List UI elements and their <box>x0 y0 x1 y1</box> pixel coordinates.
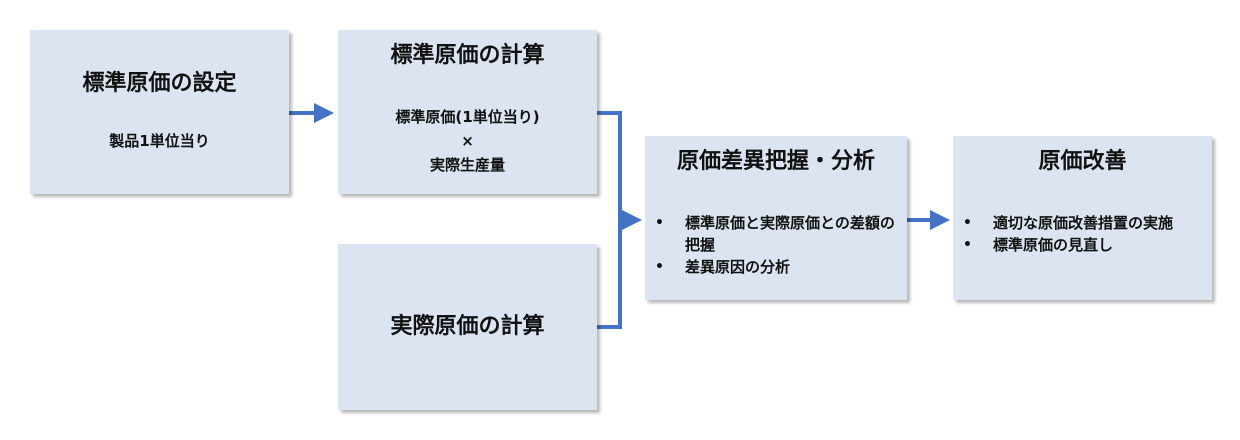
bullet-item: 標準原価の見直し <box>963 234 1204 256</box>
standard-calc-box: 標準原価の計算 標準原価(1単位当り) × 実際生産量 <box>338 30 597 194</box>
bullet-item: 適切な原価改善措置の実施 <box>963 212 1204 234</box>
standard-setting-subtitle: 製品1単位当り <box>109 132 210 150</box>
standard-setting-box: 標準原価の設定 製品1単位当り <box>30 30 289 194</box>
standard-calc-line3: 実際生産量 <box>429 156 505 174</box>
connector-standard-calc <box>597 111 622 220</box>
actual-calc-box: 実際原価の計算 <box>338 244 597 410</box>
improvement-box: 原価改善 適切な原価改善措置の実施 標準原価の見直し <box>953 136 1212 300</box>
variance-analysis-bullets: 標準原価と実際原価との差額の把握 差異原因の分析 <box>655 212 899 278</box>
variance-analysis-title: 原価差異把握・分析 <box>676 149 875 174</box>
standard-calc-line1: 標準原価(1単位当り) <box>395 108 540 126</box>
variance-analysis-box: 原価差異把握・分析 標準原価と実際原価との差額の把握 差異原因の分析 <box>645 136 907 300</box>
standard-calc-title: 標準原価の計算 <box>390 43 545 68</box>
standard-setting-title: 標準原価の設定 <box>82 71 237 96</box>
bullet-item: 差異原因の分析 <box>655 256 899 278</box>
multiply-sign: × <box>461 132 474 150</box>
improvement-title: 原価改善 <box>1038 149 1127 174</box>
bullet-item: 標準原価と実際原価との差額の把握 <box>655 212 899 256</box>
connector-actual-calc <box>597 220 622 329</box>
actual-calc-title: 実際原価の計算 <box>390 314 545 339</box>
improvement-bullets: 適切な原価改善措置の実施 標準原価の見直し <box>963 212 1204 256</box>
